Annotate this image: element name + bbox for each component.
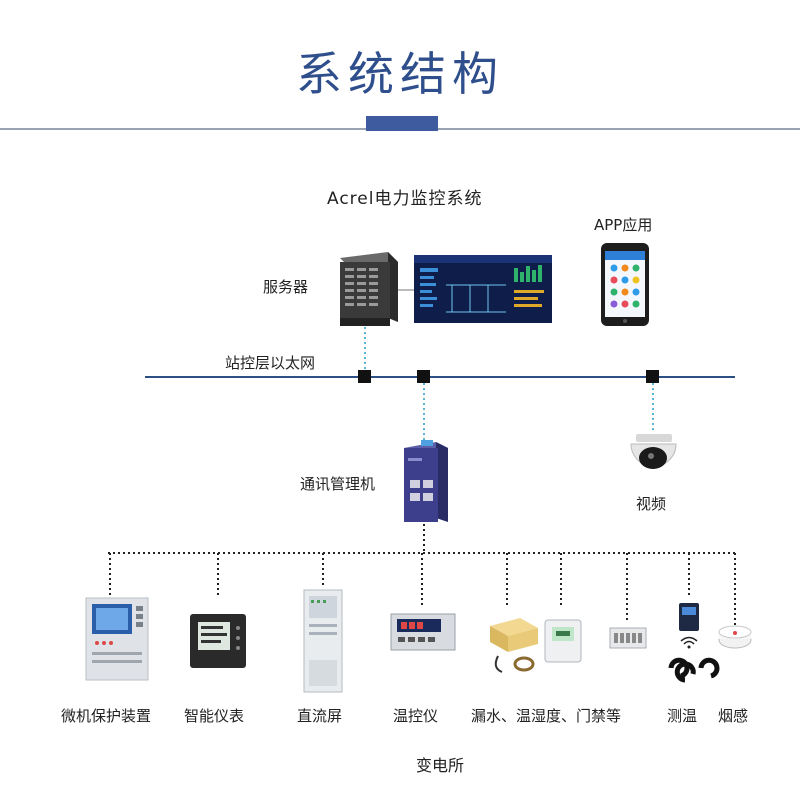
protection-device-icon bbox=[86, 598, 148, 680]
dashboard-screen-image bbox=[414, 255, 552, 323]
ethernet-node-comm bbox=[417, 370, 430, 383]
device-label-temp-controller: 温控仪 bbox=[393, 705, 438, 726]
smoke-detector-icon bbox=[719, 626, 751, 648]
smartphone-icon bbox=[601, 243, 649, 326]
server-icon bbox=[340, 252, 398, 326]
comm-manager-icon bbox=[404, 440, 448, 522]
device-label-temp-measurement: 测温 bbox=[667, 705, 697, 726]
substation-label: 变电所 bbox=[416, 752, 464, 776]
dc-cabinet-icon bbox=[304, 590, 342, 692]
temp-humidity-sensor-icon bbox=[545, 620, 581, 662]
device-label-smoke: 烟感 bbox=[718, 705, 748, 726]
device-label-dc-cabinet: 直流屏 bbox=[297, 705, 342, 726]
device-label-protection: 微机保护装置 bbox=[61, 705, 151, 726]
comm-manager-label: 通讯管理机 bbox=[300, 473, 375, 494]
water-leak-sensor-icon bbox=[490, 618, 538, 672]
dome-camera-icon bbox=[631, 434, 676, 469]
smart-meter-icon bbox=[190, 614, 246, 668]
app-label: APP应用 bbox=[594, 214, 652, 235]
system-title: Acrel电力监控系统 bbox=[327, 184, 482, 209]
device-label-environment: 漏水、温湿度、门禁等 bbox=[471, 705, 621, 726]
server-label: 服务器 bbox=[263, 276, 308, 297]
temperature-controller-icon bbox=[391, 614, 455, 650]
video-label: 视频 bbox=[636, 493, 666, 514]
device-label-smart-meter: 智能仪表 bbox=[184, 705, 244, 726]
temperature-measurement-icon bbox=[671, 603, 717, 680]
ethernet-node-video bbox=[646, 370, 659, 383]
ethernet-node-server bbox=[358, 370, 371, 383]
ethernet-label: 站控层以太网 bbox=[225, 352, 315, 373]
access-control-icon bbox=[610, 628, 646, 648]
